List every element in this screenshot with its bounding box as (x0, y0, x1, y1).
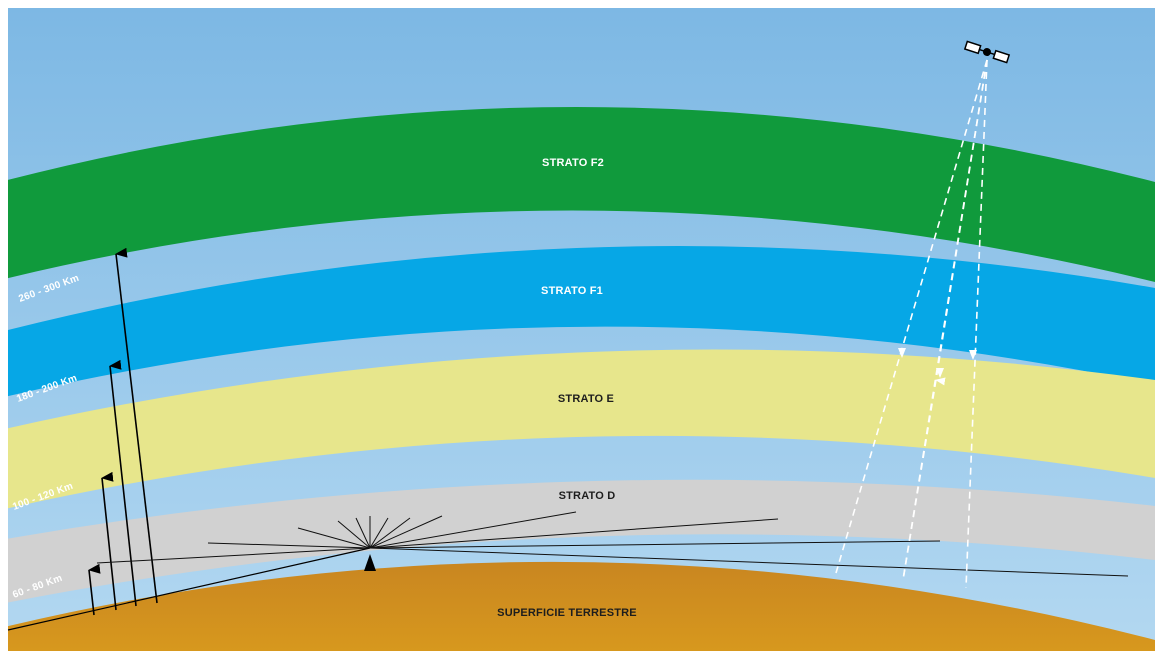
layer-d-band (8, 479, 1155, 603)
altitude-arrow-f2 (115, 247, 158, 604)
ray-arrowhead (898, 348, 906, 358)
label-strato-f1: STRATO F1 (541, 285, 603, 297)
antenna-icon (364, 554, 376, 571)
satellite-ray-3 (935, 59, 988, 386)
transmitter-rays (96, 511, 1129, 577)
satellite-icon (963, 40, 1011, 64)
label-strato-f2: STRATO F2 (542, 157, 604, 169)
satellite-ray-1 (835, 59, 988, 574)
ray-arrowhead (936, 368, 944, 378)
altitude-arrow-e (101, 471, 117, 611)
altitude-arrow-f1 (109, 359, 137, 607)
satellite-rays (835, 59, 988, 589)
ray-arrowhead (969, 350, 977, 360)
satellite-ray-4 (965, 59, 988, 589)
layer-f1-band (8, 246, 1155, 397)
earth-surface (8, 561, 1155, 651)
altitude-arrows (88, 247, 158, 616)
horizon-line (7, 547, 371, 631)
layer-e-band (8, 349, 1155, 509)
layer-f2-band (8, 107, 1155, 282)
altitude-arrow-d (88, 563, 101, 616)
label-strato-e: STRATO E (558, 393, 614, 405)
label-superficie-terrestre: SUPERFICIE TERRESTRE (497, 607, 637, 619)
label-strato-d: STRATO D (559, 490, 616, 502)
